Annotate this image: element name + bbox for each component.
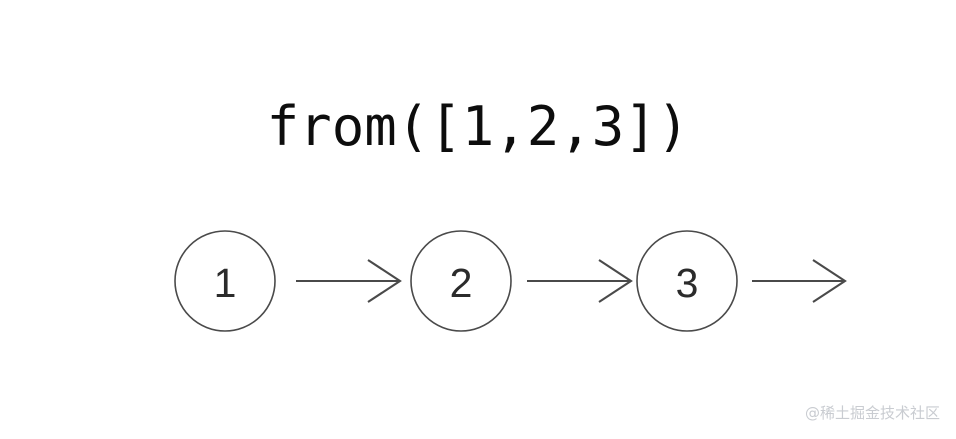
marble-value-label: 2 [450,260,473,306]
marble-node-3[interactable]: 3 [636,230,738,332]
marble-circle[interactable] [636,230,738,332]
marble-value-label: 1 [214,260,237,306]
watermark: @稀土掘金技术社区 [804,404,940,422]
arrow-3-to-continue [752,259,847,303]
marble-circle[interactable] [174,230,276,332]
marble-circle[interactable] [410,230,512,332]
marble-value-label: 3 [676,260,699,306]
arrow-head-icon [367,259,402,303]
arrow-head-icon [812,259,847,303]
arrow-2-to-3 [527,259,633,303]
marble-node-2[interactable]: 2 [410,230,512,332]
arrow-head-icon [598,259,633,303]
arrow-1-to-2 [296,259,402,303]
page-title: from([1,2,3]) [266,95,690,158]
marble-node-1[interactable]: 1 [174,230,276,332]
